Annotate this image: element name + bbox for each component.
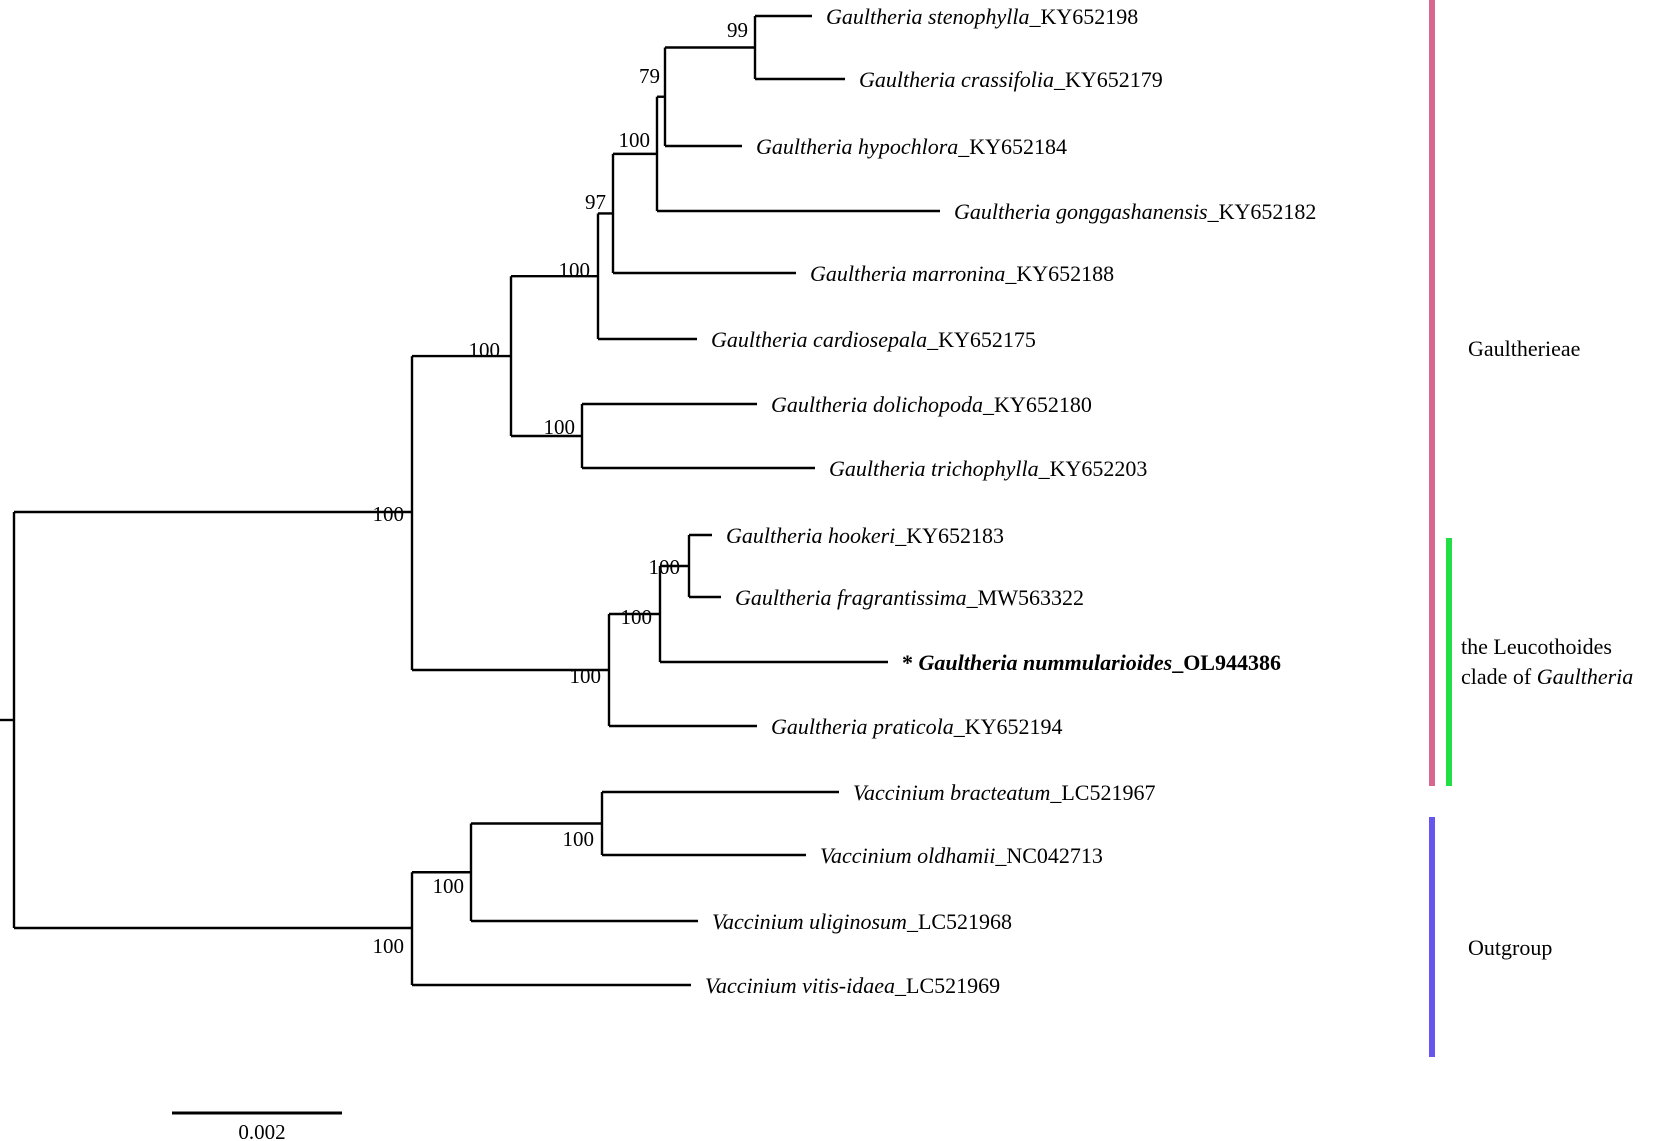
species-name: Gaultheria dolichopoda (771, 392, 983, 417)
tip-label: Vaccinium uliginosum_LC521968 (712, 909, 1012, 934)
support-value: 100 (619, 128, 651, 152)
tip-labels: Gaultheria stenophylla_KY652198Gaultheri… (705, 4, 1316, 998)
scale-bar: 0.002 (172, 1111, 342, 1141)
accession-number: _KY652183 (894, 523, 1004, 548)
species-name: Gaultheria hookeri (726, 523, 895, 548)
accession-number: _KY652180 (982, 392, 1092, 417)
support-value: 100 (544, 415, 576, 439)
tip-label: Gaultheria trichophylla_KY652203 (829, 456, 1147, 481)
tip-label: Gaultheria fragrantissima_MW563322 (735, 585, 1084, 610)
species-name: Gaultheria praticola (771, 714, 954, 739)
tip-label: Gaultheria hookeri_KY652183 (726, 523, 1004, 548)
accession-number: _MW563322 (966, 585, 1084, 610)
accession-number: _KY652203 (1038, 456, 1148, 481)
support-value: 100 (649, 555, 681, 579)
tip-label: Gaultheria marronina_KY652188 (810, 261, 1114, 286)
accession-number: _KY652188 (1004, 261, 1114, 286)
clade-label-gaultherieae: Gaultherieae (1468, 336, 1580, 361)
tree-branches (0, 14, 940, 987)
support-value: 100 (433, 874, 465, 898)
tip-label: Gaultheria hypochlora_KY652184 (756, 134, 1067, 159)
tip-label: Vaccinium vitis-idaea_LC521969 (705, 973, 1000, 998)
tip-label: Gaultheria dolichopoda_KY652180 (771, 392, 1092, 417)
support-value: 100 (469, 338, 501, 362)
accession-number: _KY652175 (926, 327, 1036, 352)
species-name: Gaultheria stenophylla (826, 4, 1029, 29)
tip-label: Gaultheria crassifolia_KY652179 (859, 67, 1163, 92)
accession-number: _KY652184 (957, 134, 1067, 159)
tip-label: Gaultheria cardiosepala_KY652175 (711, 327, 1036, 352)
accession-number: _KY652194 (953, 714, 1063, 739)
support-value: 97 (585, 190, 606, 214)
accession-number: _LC521968 (906, 909, 1012, 934)
support-value: 100 (621, 605, 653, 629)
species-name: Vaccinium vitis-idaea (705, 973, 895, 998)
species-name: Gaultheria trichophylla (829, 456, 1039, 481)
support-value: 99 (727, 18, 748, 42)
support-values: 99 79 100 97 100 100 100 100 100 100 100 100 100 100 (373, 18, 749, 958)
species-name: Gaultheria nummularioides (919, 650, 1173, 675)
species-name: Gaultheria marronina (810, 261, 1005, 286)
tip-label: Gaultheria stenophylla_KY652198 (826, 4, 1138, 29)
accession-number: _KY652179 (1053, 67, 1163, 92)
accession-number: _LC521967 (1049, 780, 1155, 805)
tip-label: Gaultheria gonggashanensis_KY652182 (954, 199, 1316, 224)
species-name: Vaccinium bracteatum (853, 780, 1050, 805)
species-name: Gaultheria hypochlora (756, 134, 958, 159)
accession-number: _KY652182 (1207, 199, 1317, 224)
support-value: 100 (559, 258, 591, 282)
species-name: Gaultheria crassifolia (859, 67, 1054, 92)
tip-label: Vaccinium oldhamii_NC042713 (820, 843, 1103, 868)
tip-label: Gaultheria praticola_KY652194 (771, 714, 1063, 739)
tip-label: Vaccinium bracteatum_LC521967 (853, 780, 1155, 805)
support-value: 79 (639, 64, 660, 88)
accession-number: _OL944386 (1171, 650, 1281, 675)
support-value: 100 (373, 934, 405, 958)
accession-number: _NC042713 (994, 843, 1103, 868)
species-name: Gaultheria gonggashanensis (954, 199, 1208, 224)
support-value: 100 (563, 827, 595, 851)
species-name: Gaultheria cardiosepala (711, 327, 927, 352)
support-value: 100 (373, 502, 405, 526)
accession-number: _LC521969 (894, 973, 1000, 998)
tip-label: * Gaultheria nummularioides_OL944386 (902, 650, 1281, 675)
scale-bar-label: 0.002 (238, 1120, 285, 1141)
species-name: Vaccinium oldhamii (820, 843, 995, 868)
clade-label-outgroup: Outgroup (1468, 935, 1552, 960)
support-value: 100 (570, 664, 602, 688)
species-name: Gaultheria fragrantissima (735, 585, 967, 610)
accession-number: _KY652198 (1028, 4, 1138, 29)
new-sequence-marker: * (902, 650, 919, 675)
species-name: Vaccinium uliginosum (712, 909, 907, 934)
